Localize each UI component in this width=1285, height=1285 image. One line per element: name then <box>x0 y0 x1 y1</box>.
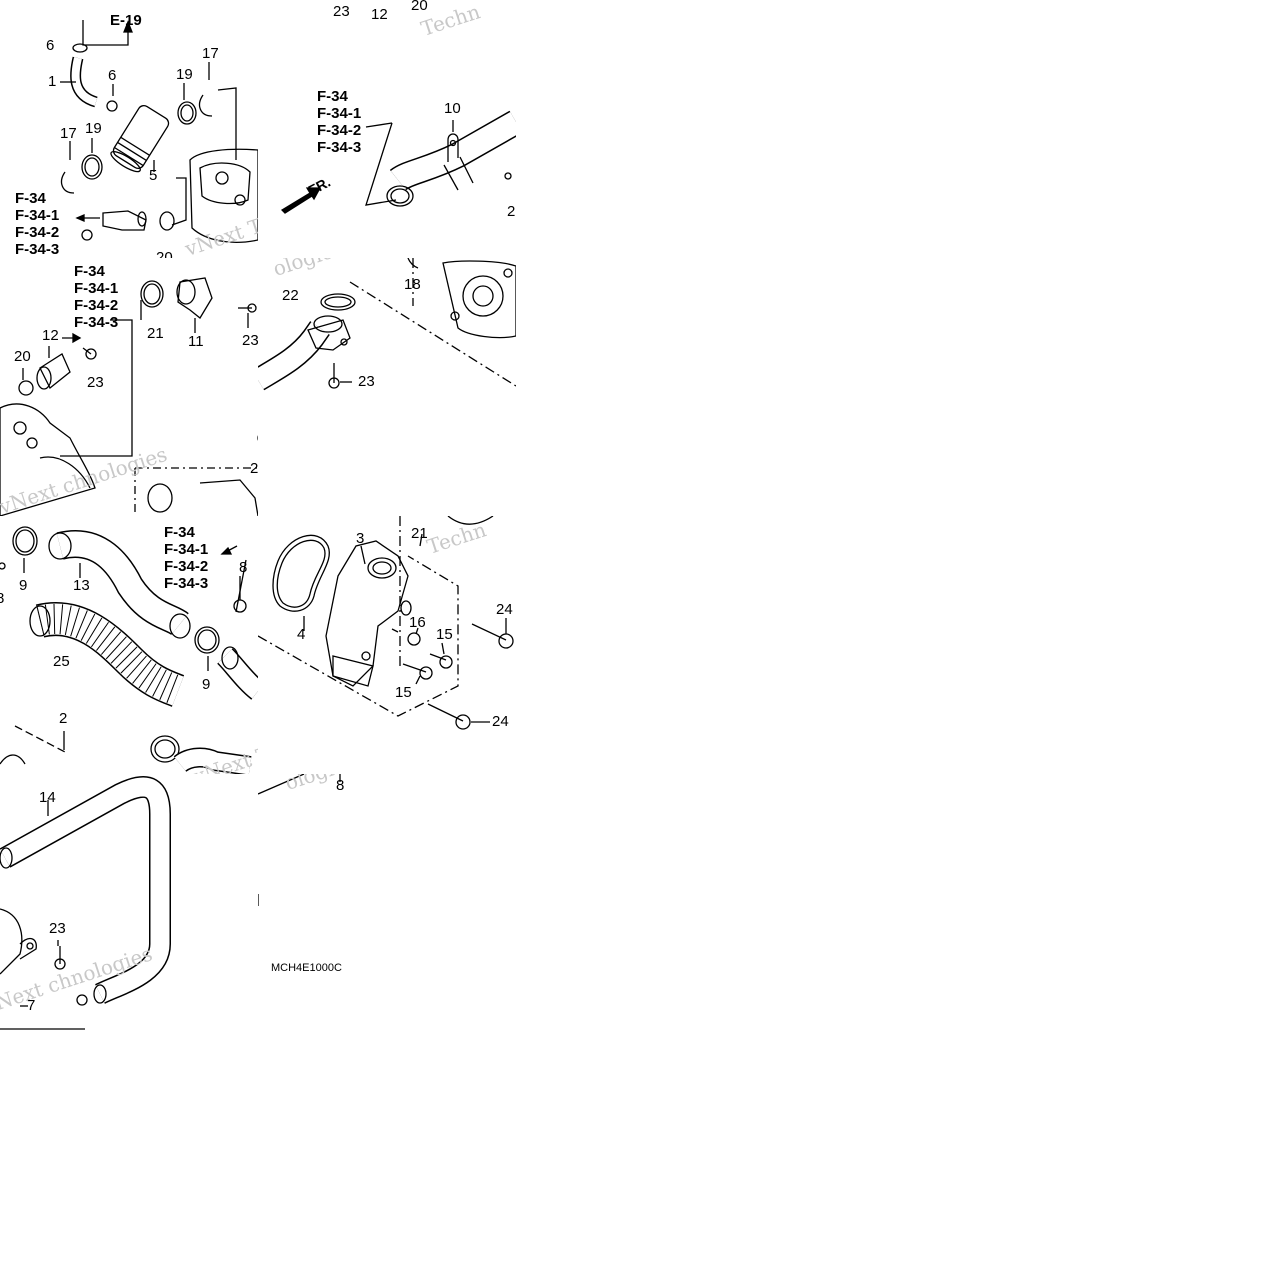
part-label[interactable]: 19 <box>85 120 102 137</box>
ref-f34-2[interactable]: F-34-2 <box>164 558 209 575</box>
part-label[interactable]: 13 <box>73 577 90 594</box>
footer-drawing <box>258 774 516 1032</box>
ref-f34[interactable]: F-34 <box>317 88 348 105</box>
ref-f34-3[interactable]: F-34-3 <box>74 314 119 331</box>
joints-drawing <box>0 258 258 516</box>
diagram-tile-radiator-hoses: 9 13 8 25 9 2 8 F-34 F-34-1 F-34-2 F-34-… <box>0 516 258 774</box>
ref-group[interactable]: F-34 F-34-1 F-34-2 F-34-3 <box>15 190 59 258</box>
ref-group[interactable]: F-34 F-34-1 F-34-2 F-34-3 <box>74 263 118 331</box>
part-label[interactable]: 1 <box>48 73 57 90</box>
ref-f34[interactable]: F-34 <box>164 524 195 541</box>
part-label[interactable]: 14 <box>39 789 56 806</box>
ref-f34-2[interactable]: F-34-2 <box>74 297 119 314</box>
thermostat-housing-drawing <box>258 516 516 774</box>
part-label[interactable]: 15 <box>395 684 412 701</box>
part-label[interactable]: 20 <box>14 348 31 365</box>
pump-outlet-drawing <box>258 258 516 516</box>
ref-f34-1[interactable]: F-34-1 <box>164 541 209 558</box>
ref-f34-2[interactable]: F-34-2 <box>15 224 60 241</box>
diagram-tile-outlet-pipe: 23 12 20 10 2 F-34 F-34-1 F-34-2 F-34-3 … <box>258 0 516 258</box>
outlet-pipe-drawing <box>258 0 516 258</box>
part-label[interactable]: 21 <box>147 325 164 342</box>
diagram-tile-pump-outlet: 22 18 23 ologies <box>258 258 516 516</box>
part-label[interactable]: 18 <box>404 276 421 293</box>
part-label[interactable]: 7 <box>27 997 36 1014</box>
part-label[interactable]: 23 <box>358 373 375 390</box>
part-label[interactable]: 23 <box>87 374 104 391</box>
ref-f34-3[interactable]: F-34-3 <box>317 139 362 156</box>
part-label[interactable]: 25 <box>53 653 70 670</box>
part-label[interactable]: 20 <box>156 249 173 258</box>
diagram-tile-joints: F-34 F-34-1 F-34-2 F-34-3 21 11 23 12 20… <box>0 258 258 516</box>
diagram-tile-footer: 8 MCH4E1000C ologies <box>258 774 516 1032</box>
part-label[interactable]: 24 <box>492 713 509 730</box>
part-label[interactable]: 17 <box>202 45 219 62</box>
part-label[interactable]: 23 <box>250 460 258 477</box>
ref-f34-1[interactable]: F-34-1 <box>15 207 60 224</box>
ref-f34-1[interactable]: F-34-1 <box>317 105 362 122</box>
ref-group[interactable]: F-34 F-34-1 F-34-2 F-34-3 <box>164 524 208 592</box>
part-label[interactable]: 2 <box>59 710 68 727</box>
part-label[interactable]: 6 <box>108 67 117 84</box>
ref-f34-1[interactable]: F-34-1 <box>74 280 119 297</box>
ref-f34-2[interactable]: F-34-2 <box>317 122 362 139</box>
part-label[interactable]: 22 <box>282 287 299 304</box>
part-label[interactable]: 17 <box>60 125 77 142</box>
radiator-hoses-drawing <box>0 516 258 774</box>
part-label[interactable]: 8 <box>0 590 5 607</box>
diagram-code: MCH4E1000C <box>271 962 342 974</box>
diagram-tile-thermostat-housing: 3 21 24 4 16 15 15 24 Techn <box>258 516 516 774</box>
part-label[interactable]: 8 <box>336 777 345 794</box>
ref-group[interactable]: F-34 F-34-1 F-34-2 F-34-3 <box>317 88 361 156</box>
part-label[interactable]: 16 <box>409 614 426 631</box>
ref-f34[interactable]: F-34 <box>15 190 46 207</box>
part-label[interactable]: 12 <box>42 327 59 344</box>
part-label[interactable]: 8 <box>239 559 248 576</box>
part-label[interactable]: 23 <box>49 920 66 937</box>
part-label[interactable]: 6 <box>46 37 55 54</box>
ref-f34[interactable]: F-34 <box>74 263 105 280</box>
part-label[interactable]: 19 <box>176 66 193 83</box>
part-label[interactable]: 23 <box>242 332 258 349</box>
part-label[interactable]: 15 <box>436 626 453 643</box>
part-label[interactable]: 5 <box>149 167 158 184</box>
part-label[interactable]: 21 <box>411 525 428 542</box>
part-label[interactable]: 24 <box>496 601 513 618</box>
part-label[interactable]: 20 <box>411 0 428 14</box>
ref-f34-3[interactable]: F-34-3 <box>15 241 60 258</box>
hose-and-pipe-drawing <box>0 0 258 258</box>
ref-f34-3[interactable]: F-34-3 <box>164 575 209 592</box>
part-label[interactable]: 9 <box>202 676 211 693</box>
ref-e19[interactable]: E-19 <box>110 12 142 29</box>
part-label[interactable]: 10 <box>444 100 461 117</box>
part-label[interactable]: 23 <box>333 3 350 20</box>
part-label[interactable]: 3 <box>356 530 365 547</box>
part-label[interactable]: 9 <box>19 577 28 594</box>
part-label[interactable]: 4 <box>297 626 306 643</box>
diagram-tile-water-hoses-upper: E-19 F-34 F-34-1 F-34-2 F-34-3 6 1 6 19 … <box>0 0 258 258</box>
part-label[interactable]: 11 <box>188 333 204 350</box>
part-label[interactable]: 12 <box>371 6 388 23</box>
diagram-tile-bypass-hose: 14 23 7 Next chnologies <box>0 774 258 1032</box>
bypass-hose-drawing <box>0 774 258 1032</box>
part-label[interactable]: 2 <box>507 203 516 220</box>
